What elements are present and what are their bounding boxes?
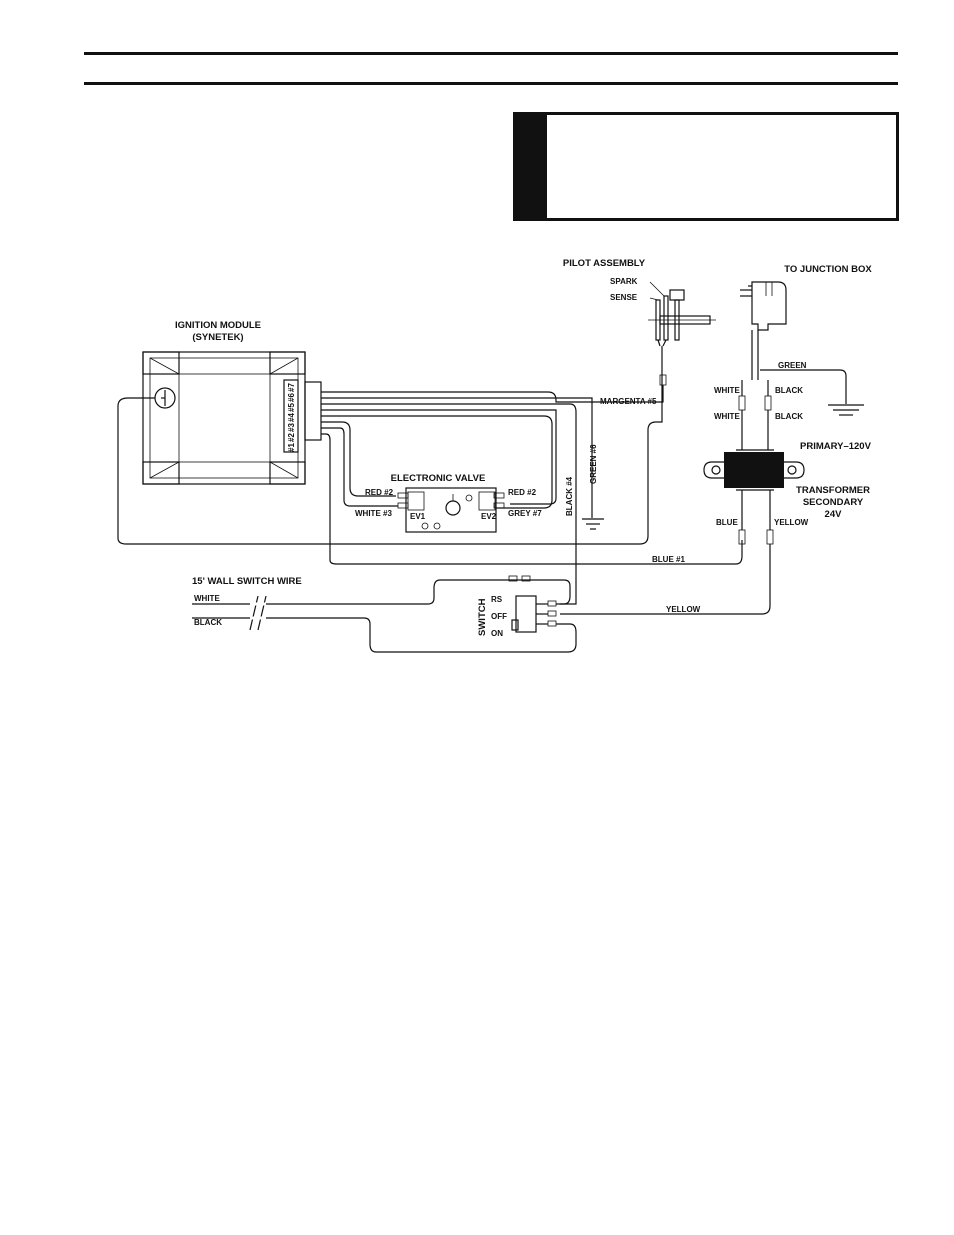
label-white-1: WHITE	[714, 386, 740, 395]
header-rule-bottom	[84, 82, 898, 85]
label-margenta-5: MARGENTA #5	[600, 397, 657, 406]
pin-label-6: #6	[287, 393, 296, 402]
label-white-3: WHITE #3	[355, 509, 392, 518]
label-secondary-voltage: 24V	[825, 509, 843, 520]
label-off: OFF	[491, 612, 507, 621]
wire-break-symbol	[249, 595, 267, 631]
label-white-2: WHITE	[714, 412, 740, 421]
ignition-module-title: IGNITION MODULE	[175, 320, 261, 331]
label-primary: PRIMARY–120V	[800, 441, 872, 452]
plug	[740, 281, 864, 416]
label-grey-7: GREY #7	[508, 509, 542, 518]
label-blue-1: BLUE #1	[652, 555, 685, 564]
pilot-assembly-title: PILOT ASSEMBLY	[563, 258, 646, 269]
pilot-assembly	[648, 281, 716, 386]
pin-label-3: #3	[287, 423, 296, 432]
warning-box	[513, 112, 899, 221]
label-yellow: YELLOW	[774, 518, 809, 527]
pin-label-5: #5	[287, 403, 296, 412]
module-wires	[117, 346, 743, 605]
label-black-1: BLACK	[775, 386, 803, 395]
label-red-2-right: RED #2	[508, 488, 537, 497]
label-black-4: BLACK #4	[565, 476, 574, 516]
label-switch: SWITCH	[477, 598, 488, 636]
transformer	[560, 380, 805, 615]
to-junction-box-title: TO JUNCTION BOX	[784, 264, 872, 275]
label-secondary: SECONDARY	[803, 497, 864, 508]
label-black-2: BLACK	[775, 412, 803, 421]
label-transformer: TRANSFORMER	[796, 485, 870, 496]
label-wall-white: WHITE	[194, 594, 220, 603]
pin-label-1: #1	[287, 443, 296, 452]
label-yellow-wire: YELLOW	[666, 605, 701, 614]
label-wall-switch-wire: 15' WALL SWITCH WIRE	[192, 576, 302, 587]
label-wall-black: BLACK	[194, 618, 222, 627]
electronic-valve-title: ELECTRONIC VALVE	[391, 473, 486, 484]
pin-label-2: #2	[287, 433, 296, 442]
ignition-module	[142, 351, 322, 485]
electronic-valve	[397, 487, 505, 533]
ground-symbol-green	[582, 518, 604, 530]
label-ev2: EV2	[481, 512, 497, 521]
switch	[192, 575, 577, 653]
label-spark: SPARK	[610, 277, 638, 286]
pin-label-4: #4	[287, 413, 296, 422]
pin-labels: #1 #2 #3 #4 #5 #6 #7	[287, 383, 296, 452]
warning-bar	[516, 115, 547, 218]
ignition-module-subtitle: (SYNETEK)	[192, 332, 243, 343]
label-green-6: GREEN #6	[589, 444, 598, 484]
label-red-2-left: RED #2	[365, 488, 394, 497]
label-blue: BLUE	[716, 518, 738, 527]
label-ev1: EV1	[410, 512, 426, 521]
label-green: GREEN	[778, 361, 807, 370]
label-rs: RS	[491, 595, 503, 604]
header-rule-top	[84, 52, 898, 55]
label-sense: SENSE	[610, 293, 638, 302]
pin-label-7: #7	[287, 383, 296, 392]
label-on: ON	[491, 629, 503, 638]
